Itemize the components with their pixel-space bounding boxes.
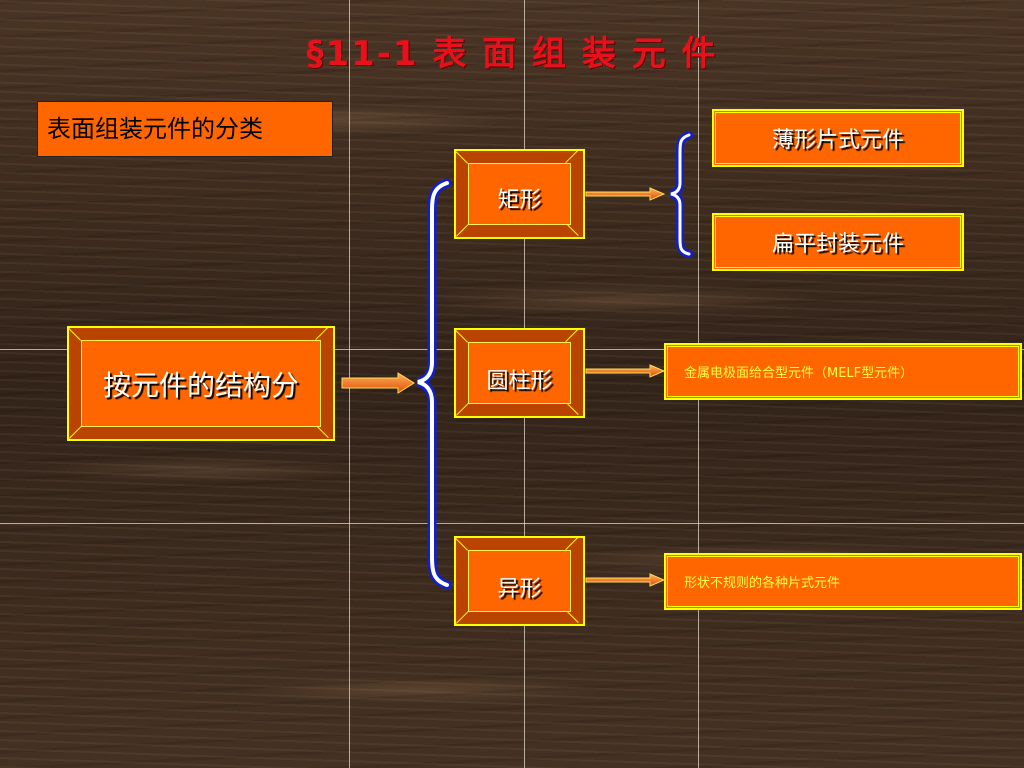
shape-node-rect: 矩形 (454, 149, 585, 239)
shape-label: 矩形 (468, 163, 571, 225)
child-flat-package: 扁平封装元件 (712, 213, 964, 271)
arrow-root-to-brace (341, 372, 415, 394)
root-node: 按元件的结构分 (67, 326, 335, 441)
child-irregular: 形状不规则的各种片式元件 (664, 553, 1022, 610)
grid-line (0, 523, 1024, 524)
root-node-label: 按元件的结构分 (81, 340, 321, 427)
shape-label: 异形 (468, 550, 571, 612)
child-melf: 金属电极面给合型元件（MELF型元件） (664, 343, 1022, 400)
shape-label: 圆柱形 (468, 342, 571, 404)
slide-title: §11-1 表 面 组 装 元 件 (306, 34, 718, 74)
arrow-irregular-to-child (585, 573, 666, 587)
child-thin-chip: 薄形片式元件 (712, 109, 964, 167)
shape-node-cylinder: 圆柱形 (454, 328, 585, 418)
arrow-cylinder-to-child (585, 364, 666, 378)
arrow-rect-to-sub (585, 187, 666, 201)
category-label: 表面组装元件的分类 (37, 101, 333, 157)
shape-node-irregular: 异形 (454, 536, 585, 626)
